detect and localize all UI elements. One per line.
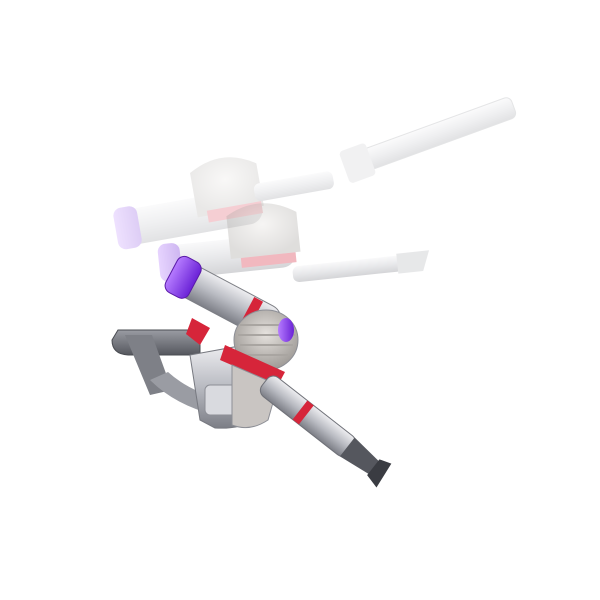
ghost-wand (339, 97, 517, 183)
cyclone-assembly (220, 309, 299, 385)
ghost-vacuum-top (113, 157, 334, 250)
main-vacuum (111, 255, 392, 488)
